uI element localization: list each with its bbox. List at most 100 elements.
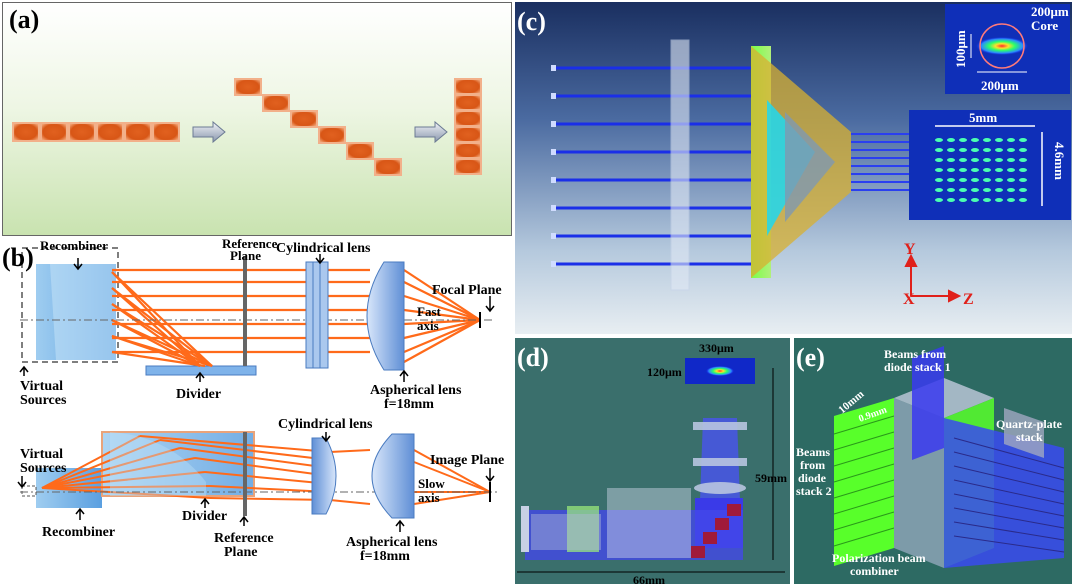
core-label: Core xyxy=(1031,18,1058,33)
fast-axis-view xyxy=(19,247,495,382)
emitter-row xyxy=(12,122,180,142)
emitter-staircase xyxy=(234,78,402,176)
slow-aspherical-lens xyxy=(371,433,415,519)
spot-grid xyxy=(935,138,1027,202)
slow-recombiner-label: Recombiner xyxy=(42,525,115,540)
slow-reference-plane xyxy=(243,432,247,516)
spot-array-inset xyxy=(909,110,1071,220)
array-width-label: 5mm xyxy=(969,110,997,125)
array-spot xyxy=(995,178,1003,182)
beam-combining-render: (c) 200μm Core 100μm 200μm 5mm 4.6mm Y X… xyxy=(517,4,1071,308)
fast-recombiner-label: Recombiner xyxy=(40,238,108,253)
array-spot xyxy=(995,198,1003,202)
module-height-label: 59mm xyxy=(755,471,787,485)
module-width-label: 66mm xyxy=(633,573,665,584)
array-spot xyxy=(947,148,955,152)
fast-slow-axis-diagram: (b) Recombiner Reference Plane Cylindric… xyxy=(2,236,504,564)
green-stack xyxy=(834,398,894,566)
array-spot xyxy=(995,168,1003,172)
fast-axis-label-1: Fast xyxy=(417,304,442,319)
array-spot xyxy=(983,178,991,182)
array-spot xyxy=(935,168,943,172)
array-spot xyxy=(971,158,979,162)
array-spot xyxy=(971,138,979,142)
inset-height-label: 100μm xyxy=(953,30,968,68)
quartz-plates xyxy=(1004,408,1044,458)
slow-focal-length-label: f=18mm xyxy=(360,549,410,564)
quartz-label-1: Quartz-plate xyxy=(996,417,1063,431)
array-spot xyxy=(959,178,967,182)
panel-e-label: (e) xyxy=(796,343,825,372)
fast-reference-label-1: Reference xyxy=(222,236,278,251)
polarization-combiner-render: (e) Beams from diode stack 1 Quartz-plat… xyxy=(796,343,1065,578)
array-spot xyxy=(1019,138,1027,142)
array-spot xyxy=(959,188,967,192)
array-spot xyxy=(1019,178,1027,182)
array-spot xyxy=(995,188,1003,192)
array-spot xyxy=(971,178,979,182)
axis-triad xyxy=(904,253,962,303)
array-spot xyxy=(935,148,943,152)
cylindrical-lens xyxy=(305,261,329,369)
array-spot xyxy=(947,188,955,192)
array-spot xyxy=(959,198,967,202)
array-spot xyxy=(971,168,979,172)
array-spot xyxy=(1007,178,1015,182)
array-spot xyxy=(947,178,955,182)
panel-e: (e) Beams from diode stack 1 Quartz-plat… xyxy=(794,338,1072,584)
slow-cylindrical-lens xyxy=(311,437,337,515)
array-spot xyxy=(935,178,943,182)
fast-virtual-sources-2: Sources xyxy=(20,393,67,408)
emitter-stack xyxy=(454,78,482,175)
array-spot xyxy=(971,188,979,192)
array-spot xyxy=(935,188,943,192)
slow-axis-view xyxy=(17,431,500,532)
pbc-label-2: combiner xyxy=(850,564,899,578)
array-spot xyxy=(935,158,943,162)
slow-axis-label-1: Slow xyxy=(418,476,445,491)
fast-aspherical-lens-label: Aspherical lens xyxy=(370,383,462,398)
reference-plane xyxy=(243,256,247,366)
array-spot xyxy=(947,198,955,202)
axis-y-label: Y xyxy=(904,241,916,258)
emitter-arrangement-diagram xyxy=(12,78,482,176)
panel-d-label: (d) xyxy=(517,343,549,372)
array-spot xyxy=(983,168,991,172)
array-spot xyxy=(947,138,955,142)
panel-c: (c) 200μm Core 100μm 200μm 5mm 4.6mm Y X… xyxy=(515,2,1072,334)
array-spot xyxy=(959,168,967,172)
beams-stack2-label-3: diode xyxy=(798,471,827,485)
array-spot xyxy=(1007,148,1015,152)
transparent-plate xyxy=(670,39,690,291)
blue-stack-lines xyxy=(953,437,1065,553)
beams-stack1-label-2: diode stack 1 xyxy=(884,360,951,374)
array-spot xyxy=(959,148,967,152)
slow-reference-label-2: Plane xyxy=(224,545,257,560)
array-spot xyxy=(995,138,1003,142)
quartz-label-2: stack xyxy=(1016,430,1043,444)
slow-virtual-sources-2: Sources xyxy=(20,461,67,476)
focal-plane-label: Focal Plane xyxy=(432,283,502,298)
fast-axis-label-2: axis xyxy=(417,318,439,333)
slow-aspherical-lens-label: Aspherical lens xyxy=(346,535,438,550)
fast-focal-length-label: f=18mm xyxy=(384,397,434,412)
arrow-1 xyxy=(192,120,226,144)
array-spot xyxy=(935,138,943,142)
beams-stack1-label-1: Beams from xyxy=(884,347,946,361)
array-height-label: 4.6mm xyxy=(1052,142,1067,180)
array-spot xyxy=(971,198,979,202)
image-plane-label: Image Plane xyxy=(430,453,504,468)
beams-stack2-label-2: from xyxy=(800,458,825,472)
array-spot xyxy=(983,138,991,142)
axis-z-label: Z xyxy=(963,291,974,308)
core-size-label: 200μm xyxy=(1031,4,1069,19)
array-spot xyxy=(935,198,943,202)
array-spot xyxy=(947,158,955,162)
array-spot xyxy=(1019,148,1027,152)
slow-reference-label-1: Reference xyxy=(214,531,274,546)
panel-d: (d) 330μm 120μm 59mm 66mm xyxy=(515,338,790,584)
array-spot xyxy=(1019,158,1027,162)
fast-virtual-sources-1: Virtual xyxy=(20,379,63,394)
fast-cylindrical-lens-label: Cylindrical lens xyxy=(276,241,371,256)
array-spot xyxy=(959,158,967,162)
